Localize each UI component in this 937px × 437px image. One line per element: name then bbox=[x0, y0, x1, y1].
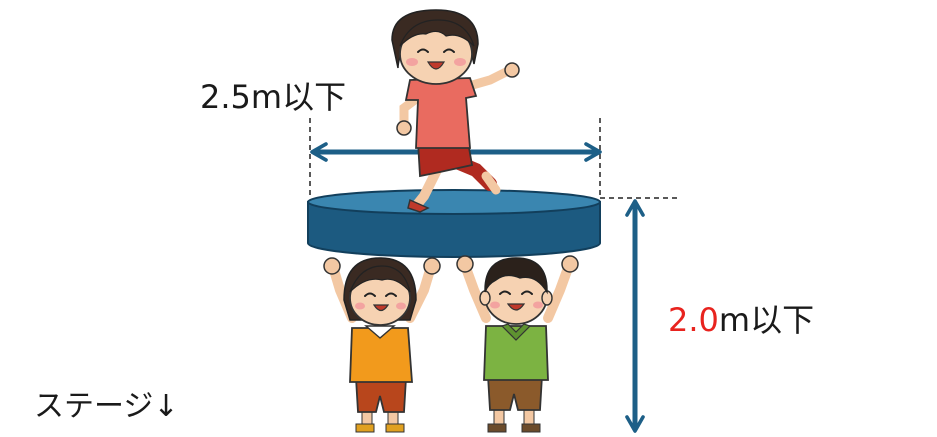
girl-lifting-icon bbox=[324, 258, 440, 432]
width-limit-label: 2.5m以下 bbox=[200, 72, 346, 118]
girl-jumping-icon bbox=[392, 10, 519, 212]
height-limit-label: 2.0m以下 bbox=[668, 295, 814, 341]
height-limit-unit: m以下 bbox=[719, 301, 814, 339]
boy-lifting-icon bbox=[457, 256, 578, 432]
platform-top bbox=[308, 190, 600, 214]
height-limit-value: 2.0 bbox=[668, 301, 719, 339]
stage-label: ステージ↓ bbox=[34, 381, 179, 425]
platform bbox=[308, 190, 600, 257]
